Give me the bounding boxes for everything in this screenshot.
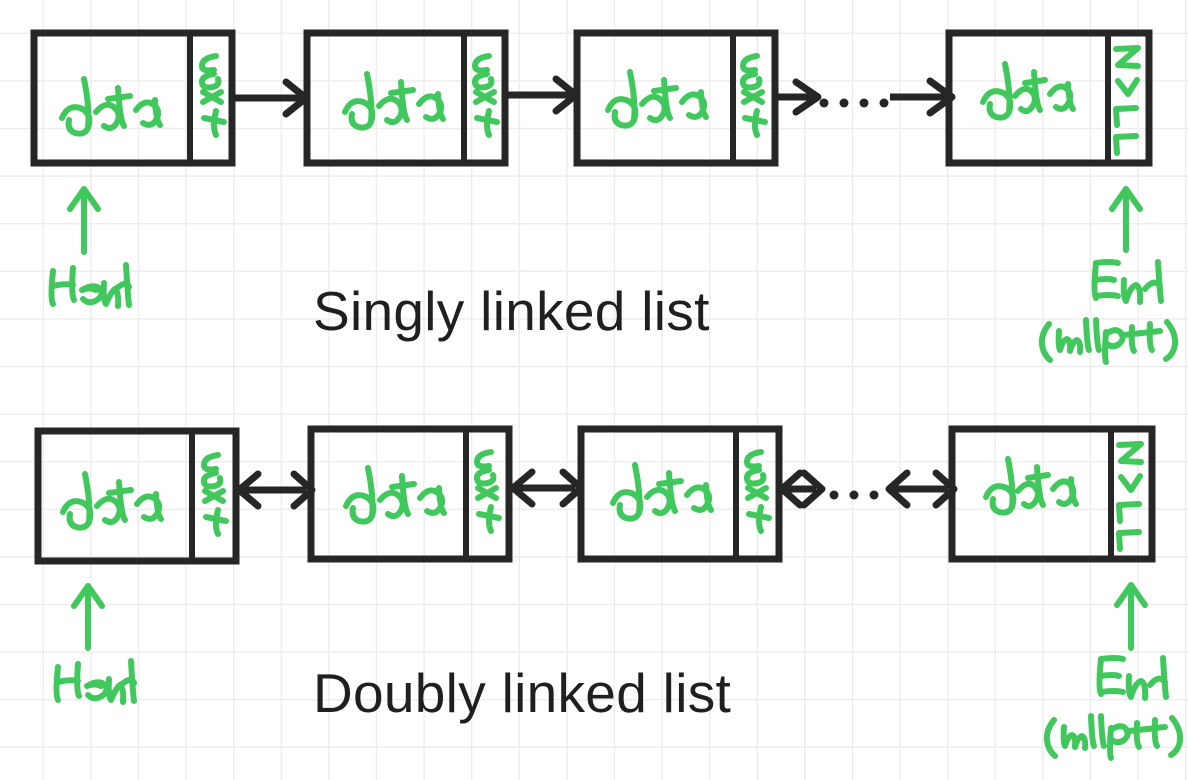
- doubly-node-1-data-text: [60, 471, 164, 531]
- doubly-node-last: [948, 425, 1156, 563]
- singly-link-4: [890, 77, 956, 117]
- doubly-head-text: [53, 658, 137, 705]
- singly-node-3-data-text: [605, 69, 709, 129]
- doubly-link-1: [235, 470, 316, 510]
- doubly-node-2-data-text: [343, 465, 447, 525]
- singly-link-1: [232, 78, 310, 118]
- doubly-node-1: [34, 427, 240, 565]
- doubly-head-marker: [53, 583, 137, 705]
- singly-head-text: [48, 262, 132, 309]
- singly-link-3: [775, 78, 822, 116]
- singly-head-marker: [48, 186, 132, 309]
- doubly-node-3-next-text: [743, 449, 772, 534]
- doubly-node-2: [307, 425, 513, 563]
- singly-end-marker: [1038, 186, 1179, 365]
- doubly-link-3: [778, 469, 826, 509]
- singly-node-3-next-text: [739, 53, 768, 138]
- doubly-node-3-data-text: [610, 462, 714, 522]
- doubly-node-3: [577, 425, 783, 563]
- doubly-link-2: [509, 468, 585, 508]
- doubly-ellipsis: [829, 490, 879, 500]
- doubly-node-1-next-text: [200, 452, 229, 537]
- singly-linked-list-title: Singly linked list: [313, 280, 710, 342]
- doubly-link-4: [885, 469, 958, 509]
- singly-node-1-next-text: [198, 53, 227, 138]
- singly-node-2-next-text: [471, 53, 500, 138]
- singly-node-last-null-text: [1113, 45, 1141, 156]
- doubly-end-sublabel-text: [1043, 713, 1184, 761]
- singly-node-3: [573, 29, 779, 167]
- singly-end-sublabel-text: [1038, 317, 1179, 365]
- singly-link-2: [505, 75, 580, 115]
- doubly-end-marker: [1043, 582, 1184, 761]
- singly-node-1: [30, 29, 236, 167]
- doubly-node-last-data-text: [983, 456, 1079, 516]
- doubly-end-text: [1096, 655, 1169, 701]
- singly-node-last-data-text: [980, 61, 1076, 121]
- doubly-node-last-null-text: [1116, 441, 1144, 552]
- doubly-node-2-next-text: [473, 449, 502, 534]
- doubly-linked-list-title: Doubly linked list: [313, 662, 732, 724]
- singly-ellipsis: [819, 98, 889, 108]
- singly-node-1-data-text: [59, 76, 163, 137]
- singly-node-last: [945, 29, 1153, 167]
- singly-end-text: [1091, 259, 1164, 305]
- singly-node-2-data-text: [342, 71, 446, 131]
- singly-node-2: [303, 29, 509, 167]
